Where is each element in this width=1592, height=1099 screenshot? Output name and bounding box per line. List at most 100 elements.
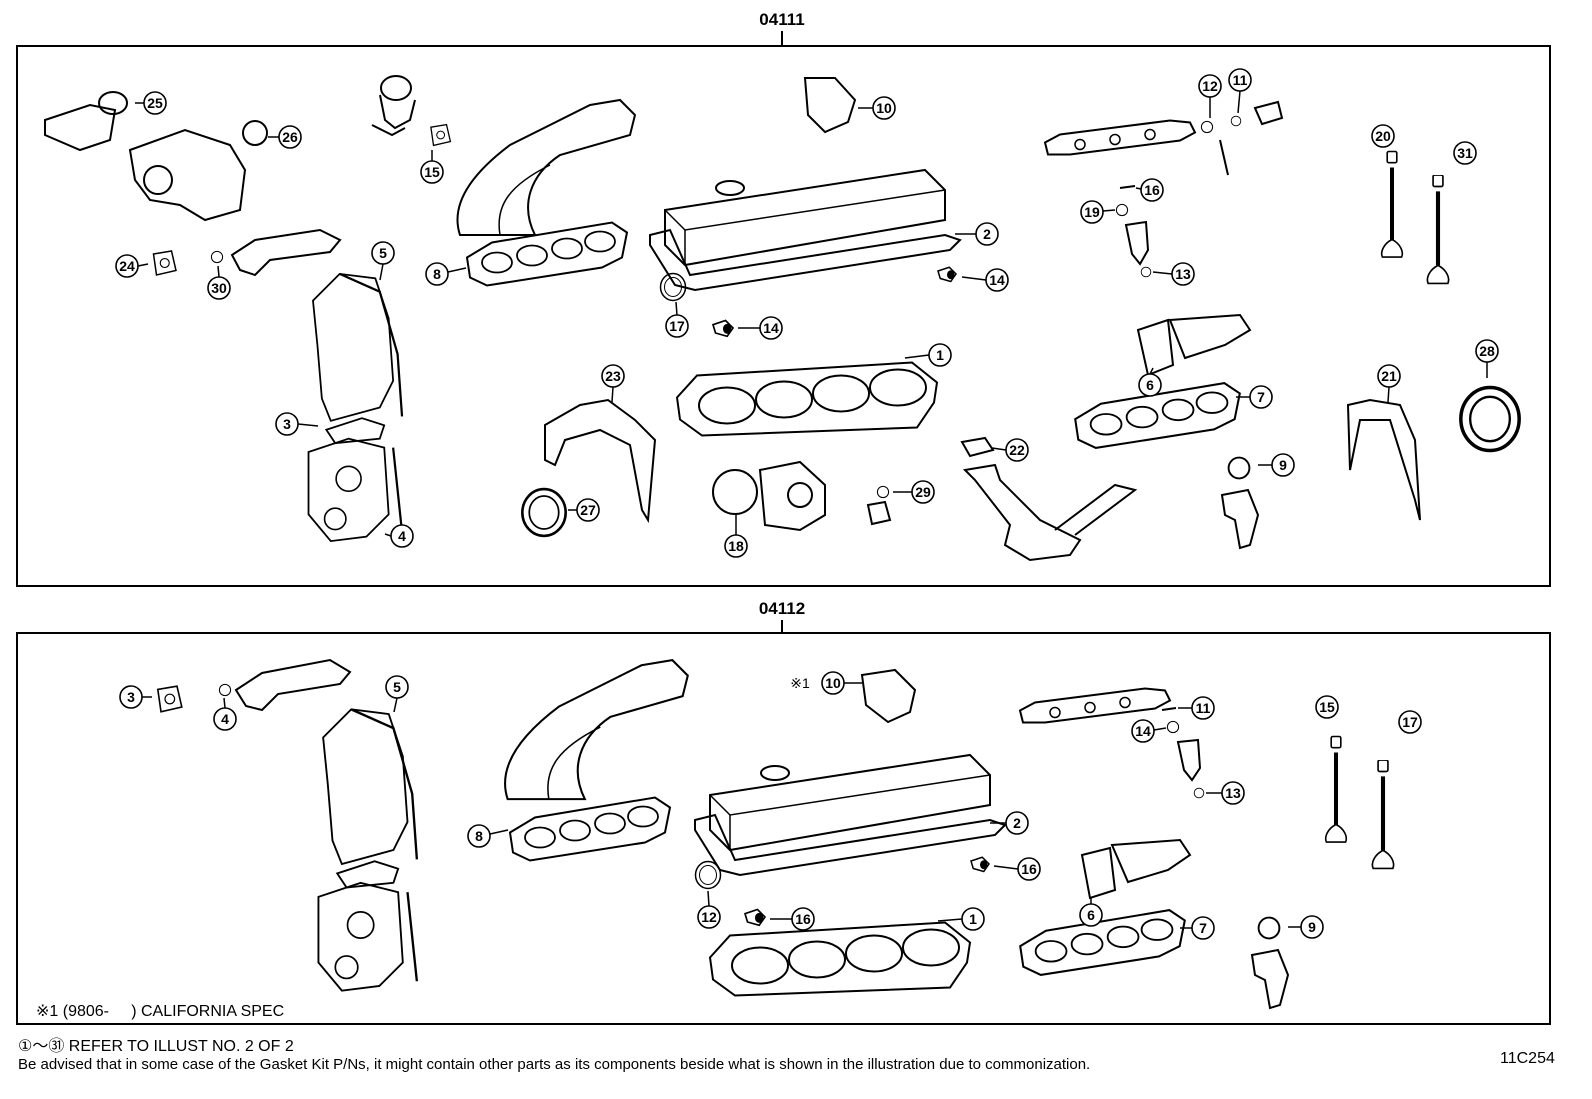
callout: 17 [665, 301, 689, 338]
callout: 26 [268, 125, 302, 149]
svg-text:13: 13 [1175, 266, 1191, 282]
svg-text:2: 2 [1013, 815, 1021, 831]
callout: 9 [1288, 915, 1324, 939]
callout: 7 [1236, 385, 1273, 409]
callout: 8 [467, 824, 509, 848]
svg-text:17: 17 [669, 318, 685, 334]
svg-text:10: 10 [876, 100, 892, 116]
callout: 6 [1079, 898, 1103, 927]
svg-text:15: 15 [424, 164, 440, 180]
callout: 12 [1198, 74, 1222, 118]
svg-text:14: 14 [989, 272, 1005, 288]
svg-text:16: 16 [795, 911, 811, 927]
callout: 8 [425, 262, 467, 286]
svg-text:12: 12 [701, 909, 717, 925]
callout: 9 [1258, 453, 1295, 477]
svg-text:5: 5 [379, 245, 387, 261]
callout: ※1 10 [790, 671, 862, 695]
svg-text:19: 19 [1084, 204, 1100, 220]
svg-text:26: 26 [282, 129, 298, 145]
svg-text:6: 6 [1146, 377, 1154, 393]
callout: 20 [1371, 124, 1395, 148]
callout: 4 [384, 524, 414, 548]
refer-note: ①～㉛ REFER TO ILLUST NO. 2 OF 2 [18, 1038, 294, 1055]
callout: 16 [993, 857, 1041, 881]
section-frame [16, 45, 1551, 587]
svg-text:16: 16 [1021, 861, 1037, 877]
callout: 14 [738, 316, 783, 340]
callout: 10 [858, 96, 896, 120]
svg-text:8: 8 [433, 266, 441, 282]
callout: 13 [1206, 781, 1245, 805]
svg-text:20: 20 [1375, 128, 1391, 144]
callout: 21 [1377, 364, 1401, 403]
callout: 11 [1178, 696, 1215, 720]
svg-text:3: 3 [283, 416, 291, 432]
svg-text:27: 27 [580, 502, 596, 518]
svg-text:17: 17 [1402, 714, 1418, 730]
callout: 1 [904, 343, 952, 367]
svg-text:2: 2 [983, 226, 991, 242]
svg-text:30: 30 [211, 280, 227, 296]
callout: 27 [568, 498, 600, 522]
svg-text:7: 7 [1199, 920, 1207, 936]
callout: 15 [1315, 695, 1339, 719]
svg-text:29: 29 [915, 484, 931, 500]
callout-mark: ※1 [790, 675, 810, 691]
svg-text:15: 15 [1319, 699, 1335, 715]
svg-text:31: 31 [1457, 145, 1473, 161]
svg-text:21: 21 [1381, 368, 1397, 384]
callout: 14 [1131, 719, 1167, 743]
callout: 2 [990, 811, 1029, 835]
section-frame [16, 632, 1551, 1025]
callout: 25 [135, 91, 167, 115]
callout: 29 [893, 480, 935, 504]
svg-text:25: 25 [147, 95, 163, 111]
callout: 28 [1475, 339, 1499, 378]
callout: 7 [1180, 916, 1215, 940]
callout: 3 [119, 685, 152, 709]
callout: 6 [1138, 367, 1162, 397]
callout: 13 [1152, 262, 1195, 286]
callout: 17 [1398, 710, 1422, 734]
svg-text:16: 16 [1144, 182, 1160, 198]
svg-text:6: 6 [1087, 907, 1095, 923]
svg-text:3: 3 [127, 689, 135, 705]
section-part-number: 04112 [759, 599, 805, 618]
callout: 31 [1453, 141, 1477, 165]
callout: 14 [961, 268, 1009, 292]
svg-text:18: 18 [728, 538, 744, 554]
svg-text:4: 4 [221, 711, 229, 727]
section-part-number: 04111 [759, 10, 804, 29]
callout: 11 [1228, 68, 1252, 114]
svg-text:9: 9 [1308, 919, 1316, 935]
svg-text:24: 24 [119, 258, 135, 274]
svg-text:13: 13 [1225, 785, 1241, 801]
callout: 23 [601, 364, 625, 403]
callout: 1 [937, 907, 985, 931]
svg-text:11: 11 [1196, 700, 1211, 716]
svg-text:1: 1 [969, 911, 977, 927]
callout: 12 [697, 890, 721, 929]
callout: 3 [275, 412, 319, 436]
callout: 16 [1135, 178, 1164, 202]
svg-text:10: 10 [825, 675, 841, 691]
svg-text:8: 8 [475, 828, 483, 844]
callout: 4 [213, 697, 237, 731]
california-spec-note: ※1 (9806- ) CALIFORNIA SPEC [36, 1003, 285, 1020]
callout: 18 [724, 514, 748, 558]
svg-text:14: 14 [763, 320, 779, 336]
advisory-text: Be advised that in some case of the Gask… [18, 1056, 1091, 1073]
callout: 15 [420, 150, 444, 184]
svg-text:22: 22 [1009, 442, 1025, 458]
svg-text:28: 28 [1479, 343, 1495, 359]
water-pump-drawing [44, 91, 268, 222]
svg-text:1: 1 [936, 347, 944, 363]
callout: 19 [1080, 200, 1116, 224]
svg-text:7: 7 [1257, 389, 1265, 405]
callout: 5 [385, 675, 409, 713]
svg-text:4: 4 [398, 528, 406, 544]
svg-text:14: 14 [1135, 723, 1151, 739]
svg-text:11: 11 [1233, 72, 1248, 88]
